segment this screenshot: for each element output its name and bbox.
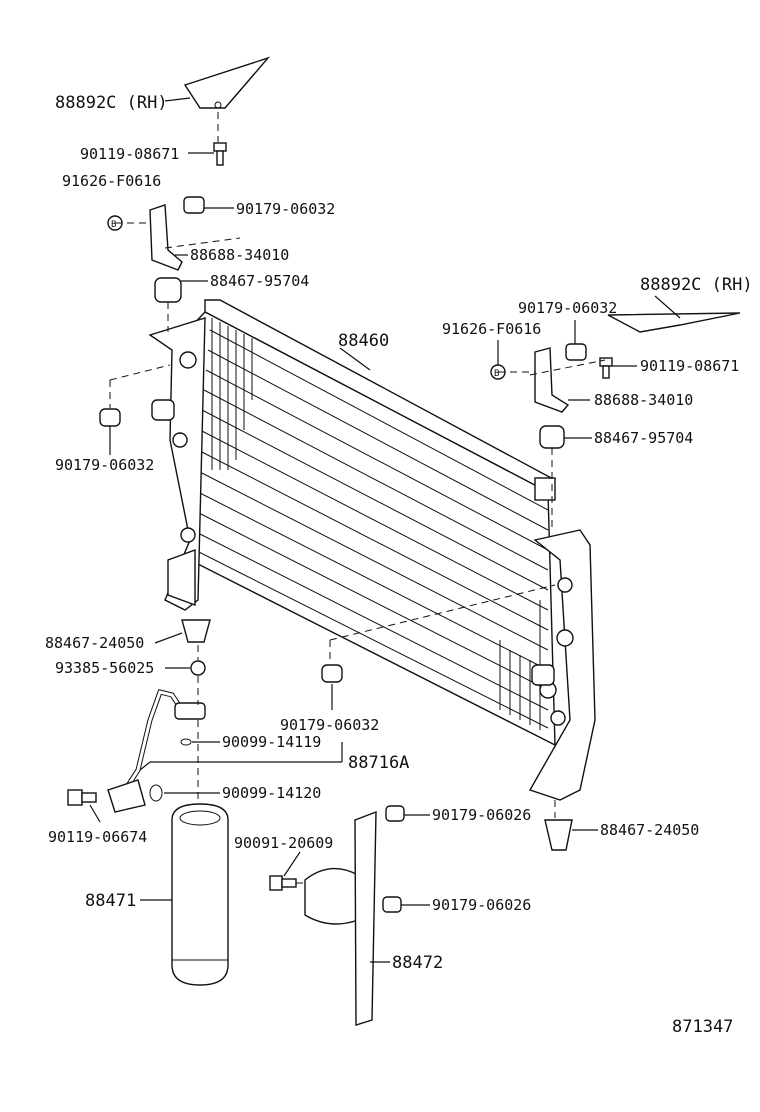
svg-text:B: B [494,369,499,379]
label-condenser: 88460 [338,331,389,351]
bolt-bottom-left [67,789,97,806]
label-plug-top-left: 91626-F0616 [62,172,161,190]
label-bolt-top-right: 90119-08671 [640,357,739,375]
label-plug-bottom-left: 93385-56025 [55,659,154,677]
nut-top-left [183,196,205,214]
label-nut-bottom-right-b: 90179-06026 [432,896,531,914]
bolt-top-right [599,357,613,379]
seal-top-left [183,56,271,109]
label-seal-top-left: 88892C (RH) [55,93,168,113]
label-receiver-bracket: 88472 [392,953,443,973]
label-cushion-top-left: 88467-95704 [210,272,309,290]
label-nut-center-low: 90179-06032 [280,716,379,734]
label-bracket-top-left: 88688-34010 [190,246,289,264]
label-cushion-bottom-right: 88467-24050 [600,821,699,839]
seal-top-right [607,312,741,333]
leader-lines [89,97,681,963]
cushion-bottom-right [544,819,573,851]
cushion-top-right [539,425,565,449]
cushion-bottom-left [181,619,211,643]
label-plug-top-right: 91626-F0616 [442,320,541,338]
label-bolt-bracket: 90091-20609 [234,834,333,852]
label-nut-left-mid: 90179-06032 [55,456,154,474]
label-bolt-top-left: 90119-08671 [80,145,179,163]
receiver-tank [171,803,229,986]
label-receiver: 88471 [85,891,136,911]
label-seal-top-right: 88892C (RH) [640,275,753,295]
tube-assembly [107,689,206,813]
label-cushion-top-right: 88467-95704 [594,429,693,447]
condenser-core [187,299,556,747]
bolt-bracket [269,875,297,891]
right-side-tank [528,529,596,801]
svg-text:B: B [111,220,116,230]
nut-top-right [565,343,587,361]
label-nut-top-left: 90179-06032 [236,200,335,218]
left-side-tank [148,317,206,611]
nut-center-low [321,664,343,683]
bolt-top-left [213,142,227,166]
label-bolt-bottom-left: 90119-06674 [48,828,147,846]
label-bracket-top-right: 88688-34010 [594,391,693,409]
nut-left-mid [99,408,121,427]
bracket-top-left [149,204,183,271]
part-labels: 88892C (RH) 90119-08671 91626-F0616 9017… [45,93,753,1037]
figure-number: 871347 [672,1017,733,1037]
nut-bottom-right-b [382,896,402,913]
nut-bottom-right-a [385,805,405,822]
bracket-top-right [534,347,570,413]
label-nut-top-right: 90179-06032 [518,299,617,317]
oring-b [149,784,163,802]
label-oring-b: 90099-14120 [222,784,321,802]
oring-a [180,738,192,746]
label-nut-bottom-right-a: 90179-06026 [432,806,531,824]
label-oring-a: 90099-14119 [222,733,321,751]
label-cushion-bottom-left: 88467-24050 [45,634,144,652]
receiver-bracket [304,810,377,1026]
label-tube: 88716A [348,753,409,773]
plug-bottom-left [190,660,206,676]
cushion-top-left [154,277,182,303]
